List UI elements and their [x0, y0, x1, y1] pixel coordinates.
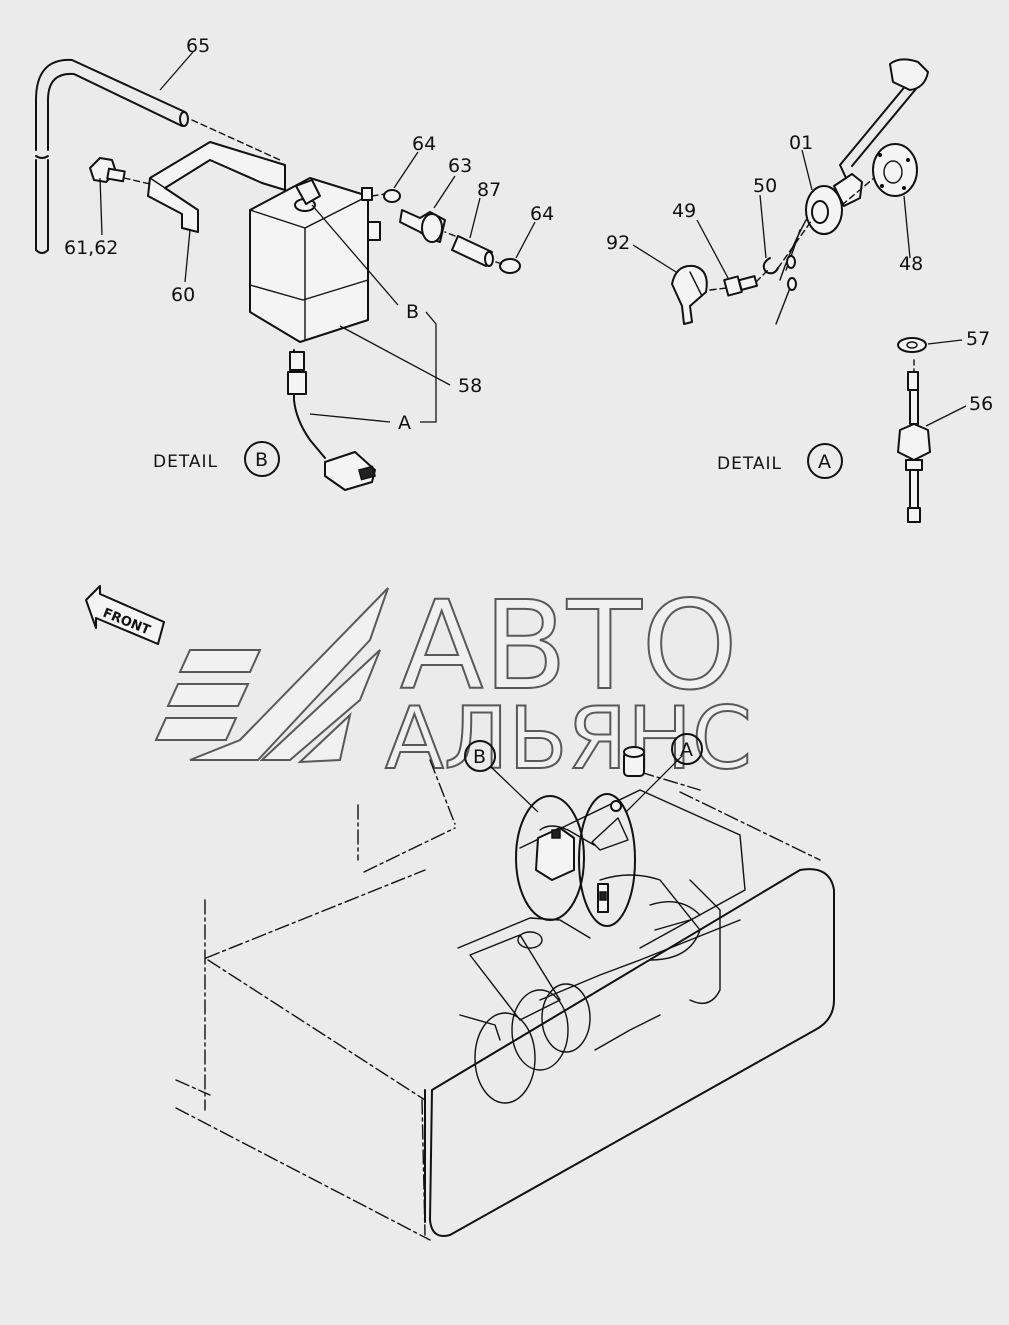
watermark-logo — [154, 587, 389, 764]
callout-87: 87 — [477, 179, 501, 201]
callout-50: 50 — [753, 175, 777, 197]
callout-92: 92 — [606, 232, 630, 254]
detail-highlight-b — [515, 795, 595, 921]
fitting-63 — [399, 209, 446, 243]
callout-49: 49 — [672, 200, 696, 222]
sender-unit-01 — [775, 58, 929, 325]
washer-50 — [762, 257, 779, 275]
front-direction-arrow: FRONT — [85, 585, 165, 645]
detail-b-marker-circle — [244, 441, 280, 477]
watermark-line2: АЛЬЯНС — [385, 689, 752, 789]
bolt-61-62 — [89, 157, 126, 183]
clamp-64-lower — [499, 258, 521, 274]
overview-marker-a-circle — [671, 733, 703, 765]
callout-48: 48 — [899, 253, 923, 275]
hose-87 — [451, 235, 494, 267]
gasket-48 — [872, 143, 918, 197]
callout-63: 63 — [448, 155, 472, 177]
watermark: АВТО АЛЬЯНС — [154, 574, 753, 790]
clamp-64-upper — [383, 189, 401, 203]
overview-marker-b: B — [473, 746, 486, 768]
callout-61-62: 61,62 — [64, 237, 118, 259]
detail-b-drawing: 65 64 63 87 64 61,62 60 B 58 A DETAIL B — [35, 35, 554, 491]
overview-marker-b-circle — [464, 740, 496, 772]
detail-b-title: DETAIL — [153, 452, 218, 472]
callout-56: 56 — [969, 393, 993, 415]
screw-49 — [723, 275, 759, 297]
callout-60: 60 — [171, 284, 195, 306]
engine-components — [457, 746, 746, 1104]
watermark-line1: АВТО — [400, 575, 738, 717]
callout-57: 57 — [966, 328, 990, 350]
hose-65 — [35, 58, 189, 254]
overview-marker-a: A — [680, 739, 693, 761]
callout-65: 65 — [186, 35, 210, 57]
cover-92 — [671, 264, 708, 325]
washer-57 — [897, 337, 927, 353]
callout-58: 58 — [458, 375, 482, 397]
bracket-60 — [147, 141, 286, 233]
callout-64-upper: 64 — [412, 133, 436, 155]
sensor-56 — [897, 371, 931, 523]
detail-a-title: DETAIL — [717, 454, 782, 474]
detail-a-drawing: 01 50 49 92 48 57 56 DETAIL A — [606, 58, 993, 523]
callout-01: 01 — [789, 132, 813, 154]
view-letter-a: A — [398, 412, 411, 434]
detail-a-marker: A — [818, 451, 831, 473]
reservoir-tank — [249, 177, 381, 491]
counterweight — [424, 868, 835, 1237]
machine-overview: B A — [175, 733, 835, 1241]
detail-highlight-a — [578, 793, 636, 927]
detail-b-marker: B — [255, 449, 268, 471]
detail-a-marker-circle — [807, 443, 843, 479]
view-letter-b: B — [406, 301, 419, 323]
callout-64-lower: 64 — [530, 203, 554, 225]
